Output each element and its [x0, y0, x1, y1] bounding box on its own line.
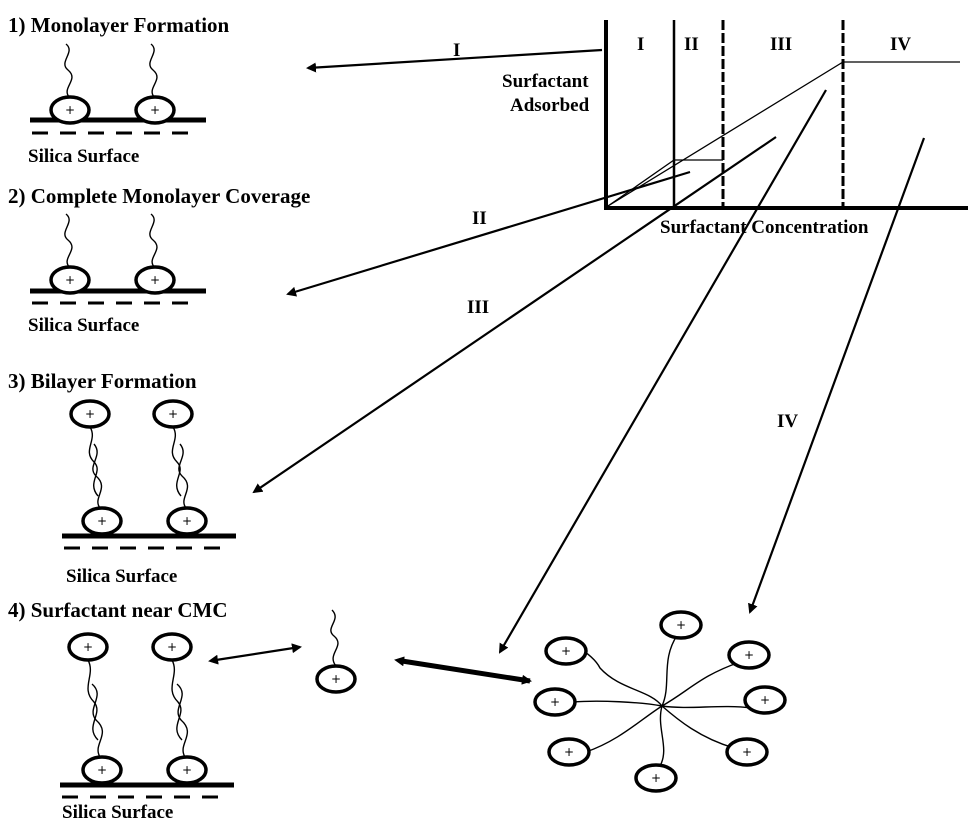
graph-axes — [604, 20, 968, 210]
svg-text:+: + — [651, 771, 661, 785]
region-label-iii: III — [770, 34, 792, 55]
surface-label: Silica Surface — [66, 566, 177, 587]
isotherm-graph: I II III IV Surfactant Adsorbed Surfacta… — [502, 20, 968, 238]
isotherm-curve — [607, 61, 960, 207]
pointer-arrows: I II III IV — [252, 40, 926, 654]
svg-text:+: + — [760, 693, 770, 707]
arrow-region-i — [306, 48, 603, 73]
svg-text:+: + — [65, 103, 75, 117]
step-3-title: 3) Bilayer Formation — [8, 369, 197, 393]
svg-text:+: + — [167, 640, 177, 654]
step-4-title: 4) Surfactant near CMC — [8, 598, 228, 622]
surfactant-molecule: + — [134, 43, 176, 125]
step-4-illustration: + + + + Silica Surface + — [60, 609, 787, 821]
surfactant-molecule: + — [166, 443, 208, 536]
surfactant-molecule: + — [49, 213, 91, 295]
svg-text:+: + — [83, 640, 93, 654]
svg-text:+: + — [182, 514, 192, 528]
svg-text:+: + — [742, 745, 752, 759]
svg-text:+: + — [676, 618, 686, 632]
arrow-region-iii — [252, 136, 777, 494]
surfactant-molecule: + — [69, 399, 111, 497]
surfactant-molecule: + — [81, 683, 123, 785]
surface-label: Silica Surface — [28, 146, 139, 167]
equilibrium-arrow-bold — [394, 656, 532, 685]
svg-text:+: + — [331, 672, 341, 686]
surfactant-molecule: + — [152, 399, 194, 497]
svg-text:+: + — [85, 407, 95, 421]
svg-text:+: + — [744, 648, 754, 662]
surfactant-molecule: + — [81, 443, 123, 536]
svg-text:+: + — [182, 763, 192, 777]
y-axis-label-line2: Adsorbed — [510, 95, 590, 116]
surface-label: Silica Surface — [28, 315, 139, 336]
step-3-illustration: + + + + Silica Surface — [62, 399, 236, 587]
surfactant-molecule: + — [134, 213, 176, 295]
equilibrium-arrow — [208, 643, 302, 665]
arrow-label-iv: IV — [777, 411, 798, 432]
svg-text:+: + — [168, 407, 178, 421]
arrow-region-ii — [286, 170, 691, 297]
x-axis-label: Surfactant Concentration — [660, 217, 869, 238]
surfactant-molecule: + — [166, 683, 208, 785]
arrow-label-iii: III — [467, 297, 489, 318]
region-label-i: I — [637, 34, 644, 55]
isotherm-curve-lower — [607, 159, 723, 207]
svg-text:+: + — [550, 695, 560, 709]
svg-text:+: + — [150, 103, 160, 117]
svg-text:+: + — [561, 644, 571, 658]
svg-text:+: + — [65, 273, 75, 287]
arrow-label-ii: II — [472, 208, 487, 229]
svg-text:+: + — [97, 514, 107, 528]
svg-text:+: + — [564, 745, 574, 759]
arrow-label-i: I — [453, 40, 460, 61]
region-label-iv: IV — [890, 34, 911, 55]
surfactant-molecule: + — [67, 632, 109, 741]
free-surfactant-monomer: + — [315, 609, 357, 694]
y-axis-label-line1: Surfactant — [502, 71, 589, 92]
arrow-region-iv — [748, 137, 926, 614]
step-2-title: 2) Complete Monolayer Coverage — [8, 184, 310, 208]
surfactant-molecule: + — [151, 632, 193, 741]
surface-label: Silica Surface — [62, 802, 173, 821]
surfactant-molecule: + — [49, 43, 91, 125]
svg-text:+: + — [97, 763, 107, 777]
step-1-illustration: + + Silica Surface — [28, 43, 206, 167]
arrow-region-iii-micelle — [498, 89, 827, 654]
step-2-illustration: + + Silica Surface — [28, 213, 206, 336]
svg-text:+: + — [150, 273, 160, 287]
micelle: + + + + + + + + — [533, 610, 787, 793]
region-label-ii: II — [684, 34, 699, 55]
step-1-title: 1) Monolayer Formation — [8, 13, 230, 37]
